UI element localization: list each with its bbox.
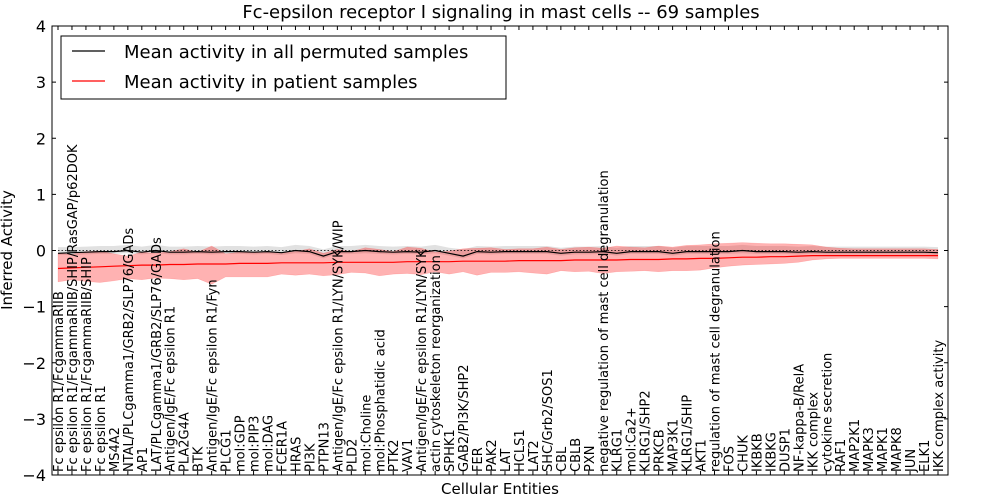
x-tick-label: LAT/PLCgamma1/GRB2/SLP76/GADs [150, 237, 165, 472]
x-tick-label: Antigen/IgE/Fc epsilon R1/LYN/SYK/WIP [331, 220, 346, 472]
y-tick-label: 3 [36, 73, 46, 92]
legend: Mean activity in all permuted samples Me… [60, 35, 507, 100]
x-tick-label: VAV1 [401, 439, 416, 472]
x-tick-label: MAP3K1 [667, 419, 682, 472]
x-tick-label: PRKCB [653, 429, 668, 472]
x-tick-label: MAP2K1 [848, 419, 863, 472]
x-tick-label: regulation of mast cell degranulation [709, 231, 724, 472]
x-tick-label: LAT2 [527, 440, 542, 472]
x-tick-label: PXN [583, 446, 598, 472]
y-tick-label: 2 [36, 129, 46, 148]
x-tick-label: DUSP1 [778, 428, 793, 472]
x-tick-label: ELK1 [918, 440, 933, 472]
x-tick-label: JUN [904, 449, 919, 473]
x-tick-label: PI3K [303, 443, 318, 472]
legend-box [60, 35, 507, 100]
x-tick-label: GAB2/PI3K/SHP2 [457, 364, 472, 472]
y-tick-label: 1 [36, 185, 46, 204]
x-tick-label: mol:DAG [262, 415, 277, 472]
x-tick-label: IKK complex [806, 392, 821, 472]
x-tick-label: CBLB [569, 438, 584, 472]
x-tick-label: mol:PIP3 [248, 416, 263, 472]
x-tick-label: Fc epsilon R1/FcgammaRIIB/SHIP/RasGAP/p6… [66, 144, 81, 472]
x-tick-label: PTK2 [387, 439, 402, 472]
x-tick-label: Fc epsilon R1 [94, 385, 109, 472]
x-tick-label: RAF1 [834, 439, 849, 472]
x-tick-label: BTK [192, 446, 207, 472]
x-tick-label: PAK2 [485, 439, 500, 472]
x-tick-label: FOS [723, 446, 738, 472]
x-tick-label: NTAL/PLCgamma1/GRB2/SLP76/GADs [122, 228, 137, 472]
x-tick-label: LAT [499, 449, 514, 472]
legend-label-permuted: Mean activity in all permuted samples [124, 42, 468, 63]
x-tick-label: FER [471, 447, 486, 472]
x-tick-label: IKBKG [764, 432, 779, 472]
x-tick-label: MS4A2 [108, 427, 123, 472]
x-tick-label: negative regulation of mast cell degranu… [597, 170, 612, 472]
x-tick-label: PTPN13 [317, 422, 332, 472]
x-tick-label: mol:Ca2+ [625, 407, 640, 472]
x-tick-label: HCLS1 [513, 429, 528, 472]
y-tick-label: −2 [22, 354, 46, 373]
legend-label-patient: Mean activity in patient samples [124, 72, 418, 93]
x-tick-label: Antigen/IgE/Fc epsilon R1 [164, 306, 179, 472]
y-axis-label: Inferred Activity [0, 190, 16, 310]
x-tick-label: KLRG1 [611, 429, 626, 472]
x-tick-label: HRAS [290, 437, 305, 472]
x-tick-label: cytokine secretion [820, 353, 835, 472]
x-tick-label: CBL [555, 446, 570, 472]
x-tick-label: SPHK1 [443, 429, 458, 472]
x-tick-label: mol:Phosphatidic acid [373, 329, 388, 472]
x-tick-label: PLCG1 [220, 429, 235, 472]
x-tick-label: PLD2 [345, 439, 360, 472]
y-tick-label: 4 [36, 17, 46, 36]
y-tick-label: −3 [22, 410, 46, 429]
series-line-1 [57, 255, 938, 270]
x-tick-label: Fc epsilon R1/FcgammaRIIB [52, 291, 67, 472]
x-tick-label: KLRG1/SHP2 [639, 390, 654, 472]
x-tick-label: FCER1A [276, 421, 291, 472]
y-tick-label: −4 [22, 466, 46, 485]
x-tick-label: Antigen/IgE/Fc epsilon R1/Fyn [206, 279, 221, 472]
x-tick-label: mol:Choline [359, 395, 374, 472]
x-tick-label: NF-kappa-B/RelA [792, 364, 807, 472]
chart-title: Fc-epsilon receptor I signaling in mast … [242, 2, 759, 23]
x-tick-label: KLRG1/SHIP [681, 395, 696, 472]
x-tick-label: mol:GDP [234, 415, 249, 472]
y-tick-label: 0 [36, 242, 46, 261]
series-line-0 [57, 249, 939, 257]
x-tick-label: actin cytoskeleton reorganization [429, 255, 444, 472]
x-tick-label: AP1 [136, 447, 151, 472]
x-tick-label: MAPK1 [876, 427, 891, 472]
x-tick-label: AKT1 [695, 439, 710, 472]
x-axis-label: Cellular Entities [441, 480, 559, 498]
x-tick-label: MAPK8 [890, 427, 905, 472]
x-tick-label: MAPK3 [862, 427, 877, 472]
x-tick-label: Antigen/IgE/Fc epsilon R1/LYN/SYK [415, 249, 430, 472]
x-tick-label: SHC/Grb2/SOS1 [541, 369, 556, 472]
x-tick-label: Fc epsilon R1/FcgammaRIIB/SHIP [80, 257, 95, 472]
y-tick-label: −1 [22, 298, 46, 317]
x-tick-label: IKBKB [750, 433, 765, 472]
x-tick-label: IKK complex activity [932, 340, 947, 472]
x-tick-label: CHUK [736, 435, 751, 472]
x-tick-label: PLA2G4A [178, 412, 193, 472]
